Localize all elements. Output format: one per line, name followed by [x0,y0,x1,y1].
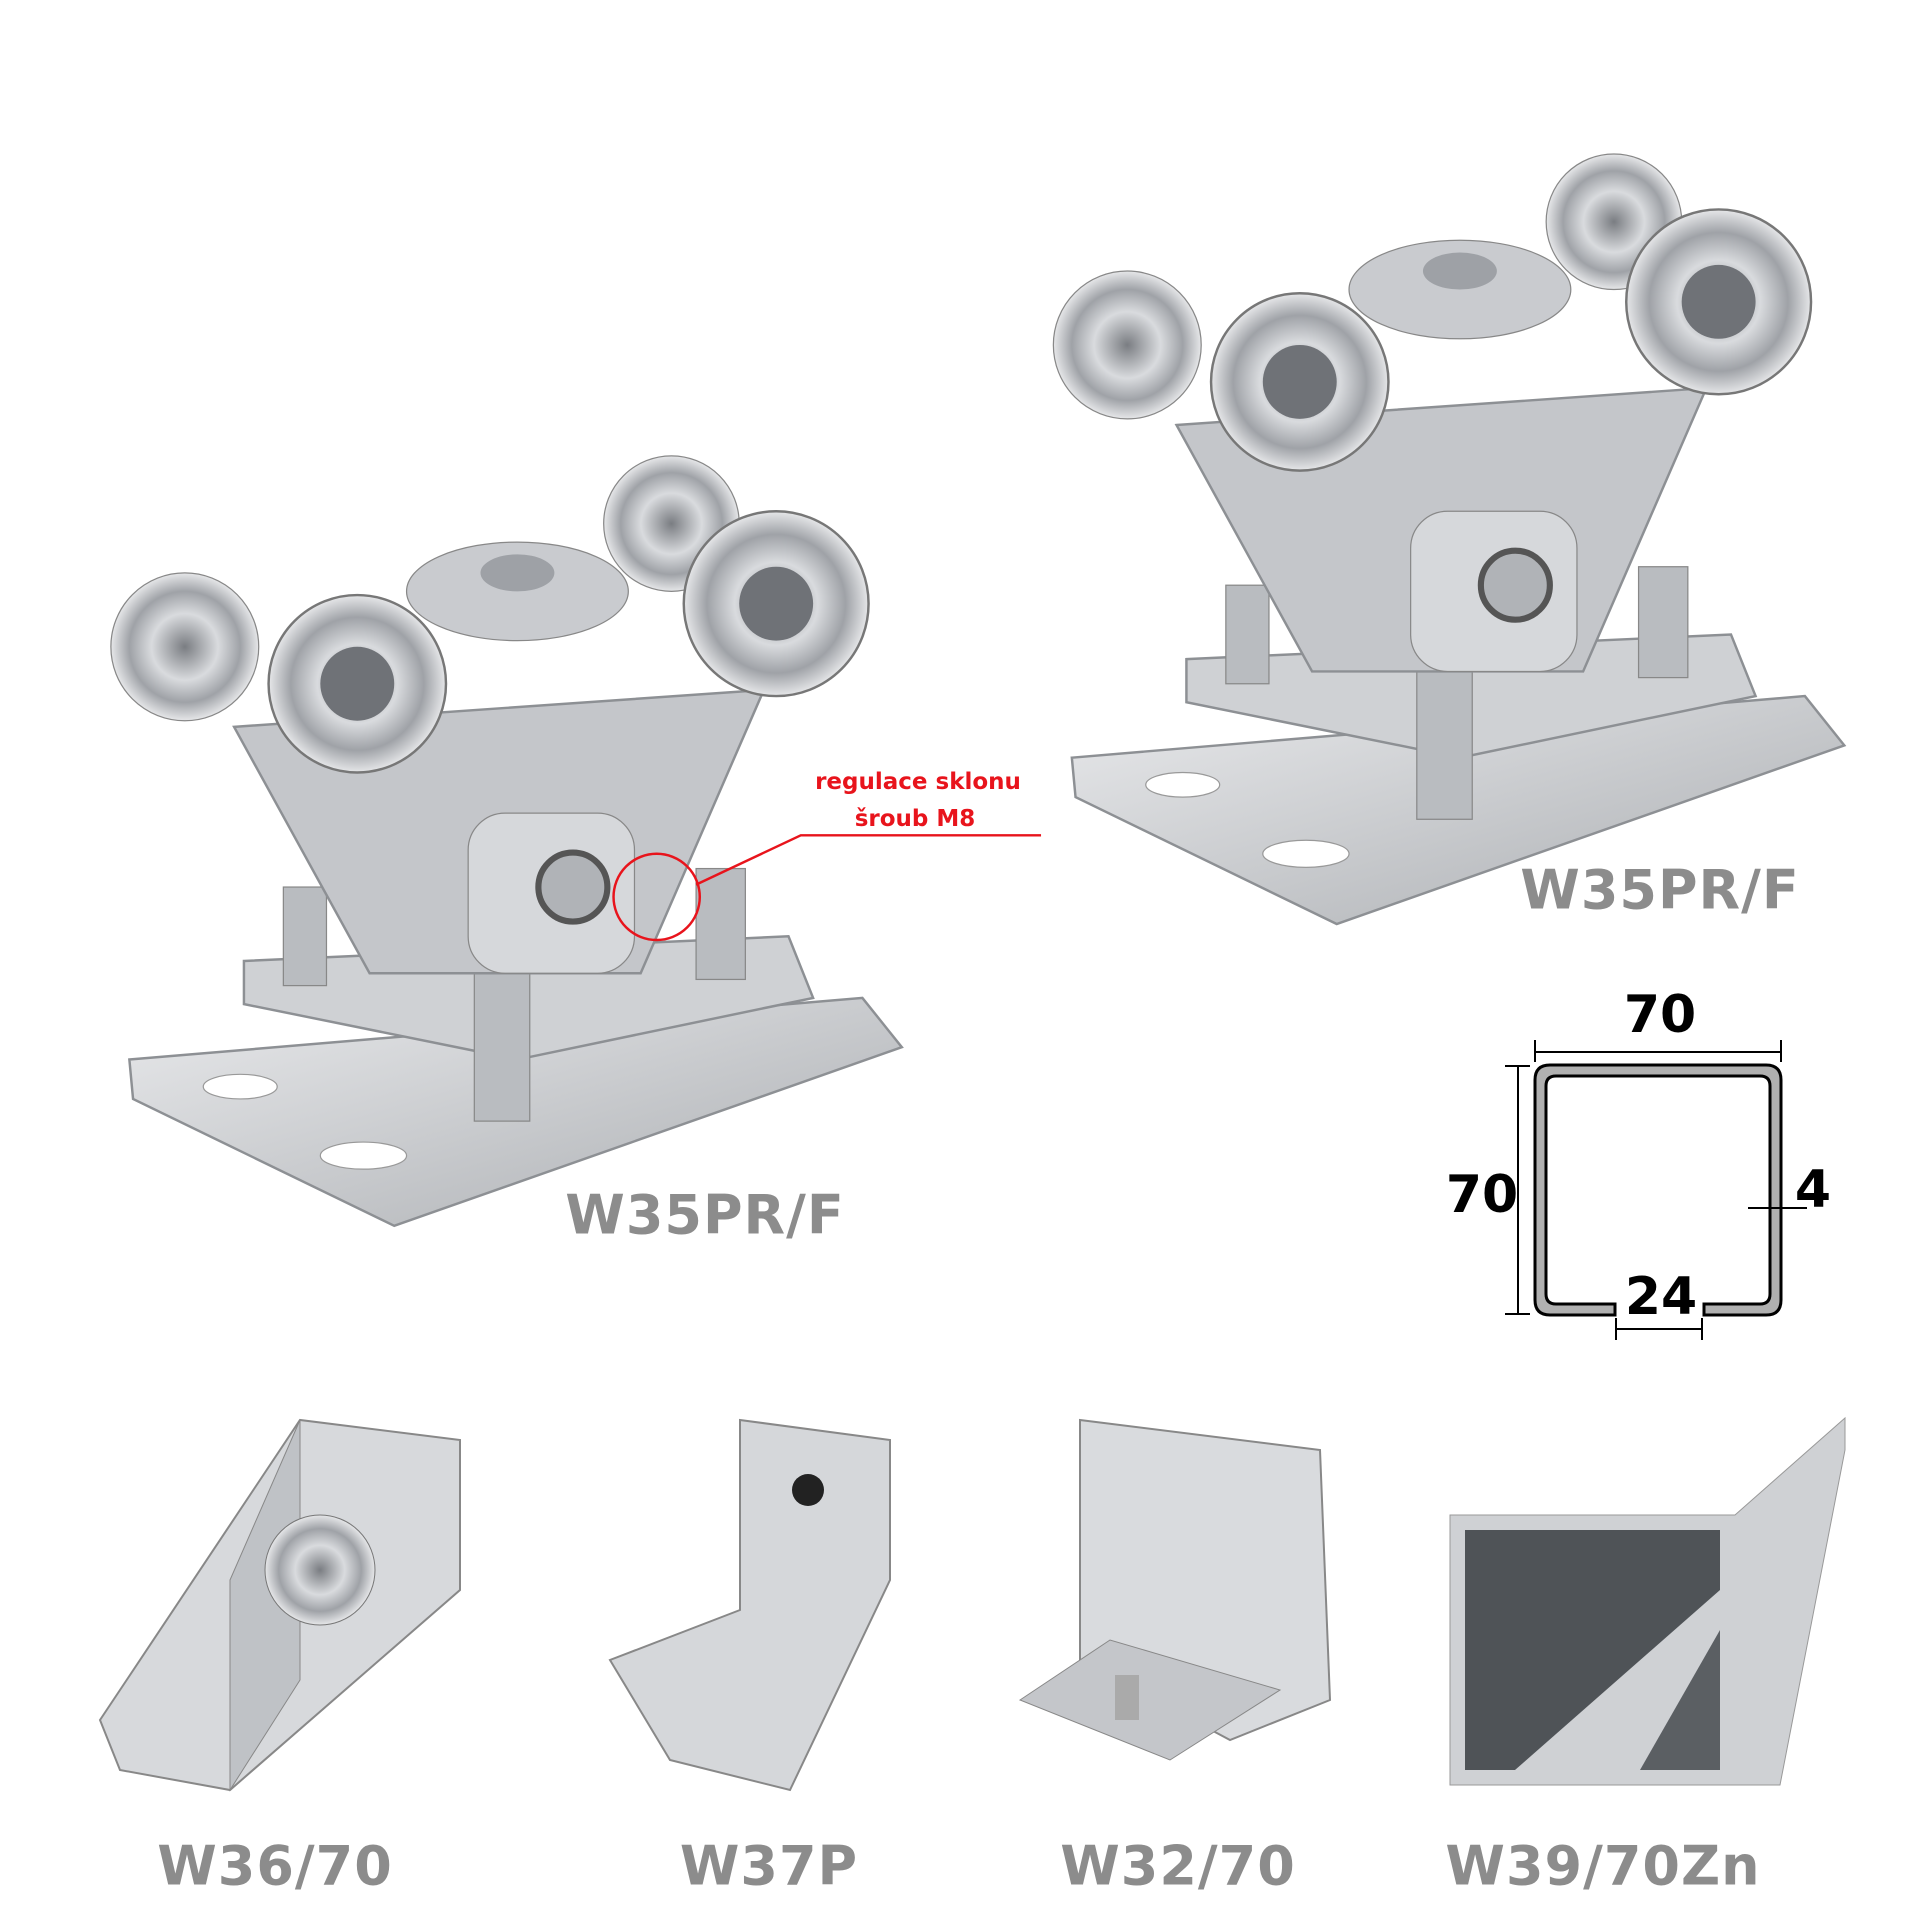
stop-plate-w32-70 [1018,1418,1332,1761]
highlight-circle [612,852,702,942]
product-label-w37p: W37P [679,1834,859,1898]
guide-w36-70 [98,1418,461,1792]
end-cap-w37p [608,1418,891,1792]
dimension-thickness: 4 [1794,1160,1832,1220]
annotation-leader-line [695,834,1042,886]
dimension-opening: 24 [1624,1267,1698,1327]
product-label-w32-70: W32/70 [1060,1834,1296,1898]
dimension-width: 70 [1623,985,1697,1045]
annotation-line-2: šroub M8 [854,806,976,832]
carriage-w35prf-front [111,456,1042,1226]
product-label-w39-70zn: W39/70Zn [1445,1834,1761,1898]
rail-profile-w39-70zn [1449,1416,1846,1786]
dimension-height: 70 [1445,1165,1519,1225]
annotation-line-1: regulace sklonu [815,769,1021,795]
product-label-w35prf-back: W35PR/F [1520,858,1800,922]
product-label-w36-70: W36/70 [157,1834,393,1898]
profile-cross-section [1505,1040,1807,1340]
carriage-w35prf-back [1053,154,1844,924]
product-label-w35prf-front: W35PR/F [565,1183,845,1247]
